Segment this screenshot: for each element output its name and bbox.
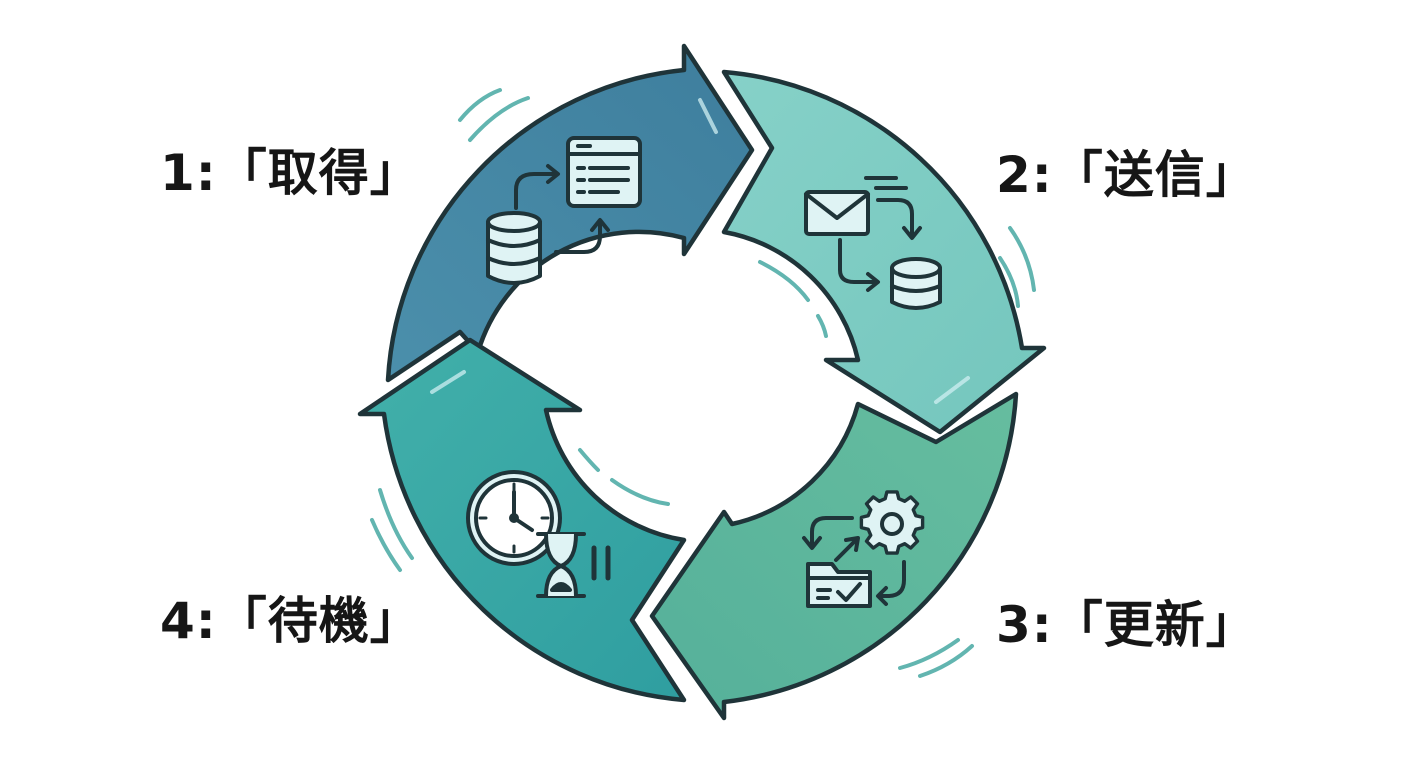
- step-label-3: 3:「更新」: [996, 596, 1257, 654]
- clock-hourglass-pause-icon: [466, 470, 611, 598]
- gear-folder-sync-icon: [802, 490, 925, 608]
- database-to-window-icon: [486, 136, 642, 285]
- arrow-segment-3: [649, 391, 1019, 721]
- step-label-1: 1:「取得」: [160, 144, 421, 202]
- step-label-4: 4:「待機」: [160, 592, 421, 650]
- step-label-2: 2:「送信」: [996, 146, 1257, 204]
- arrow-segment-2: [721, 69, 1047, 435]
- arrow-segment-1: [385, 43, 755, 383]
- mail-to-database-icon: [804, 176, 942, 310]
